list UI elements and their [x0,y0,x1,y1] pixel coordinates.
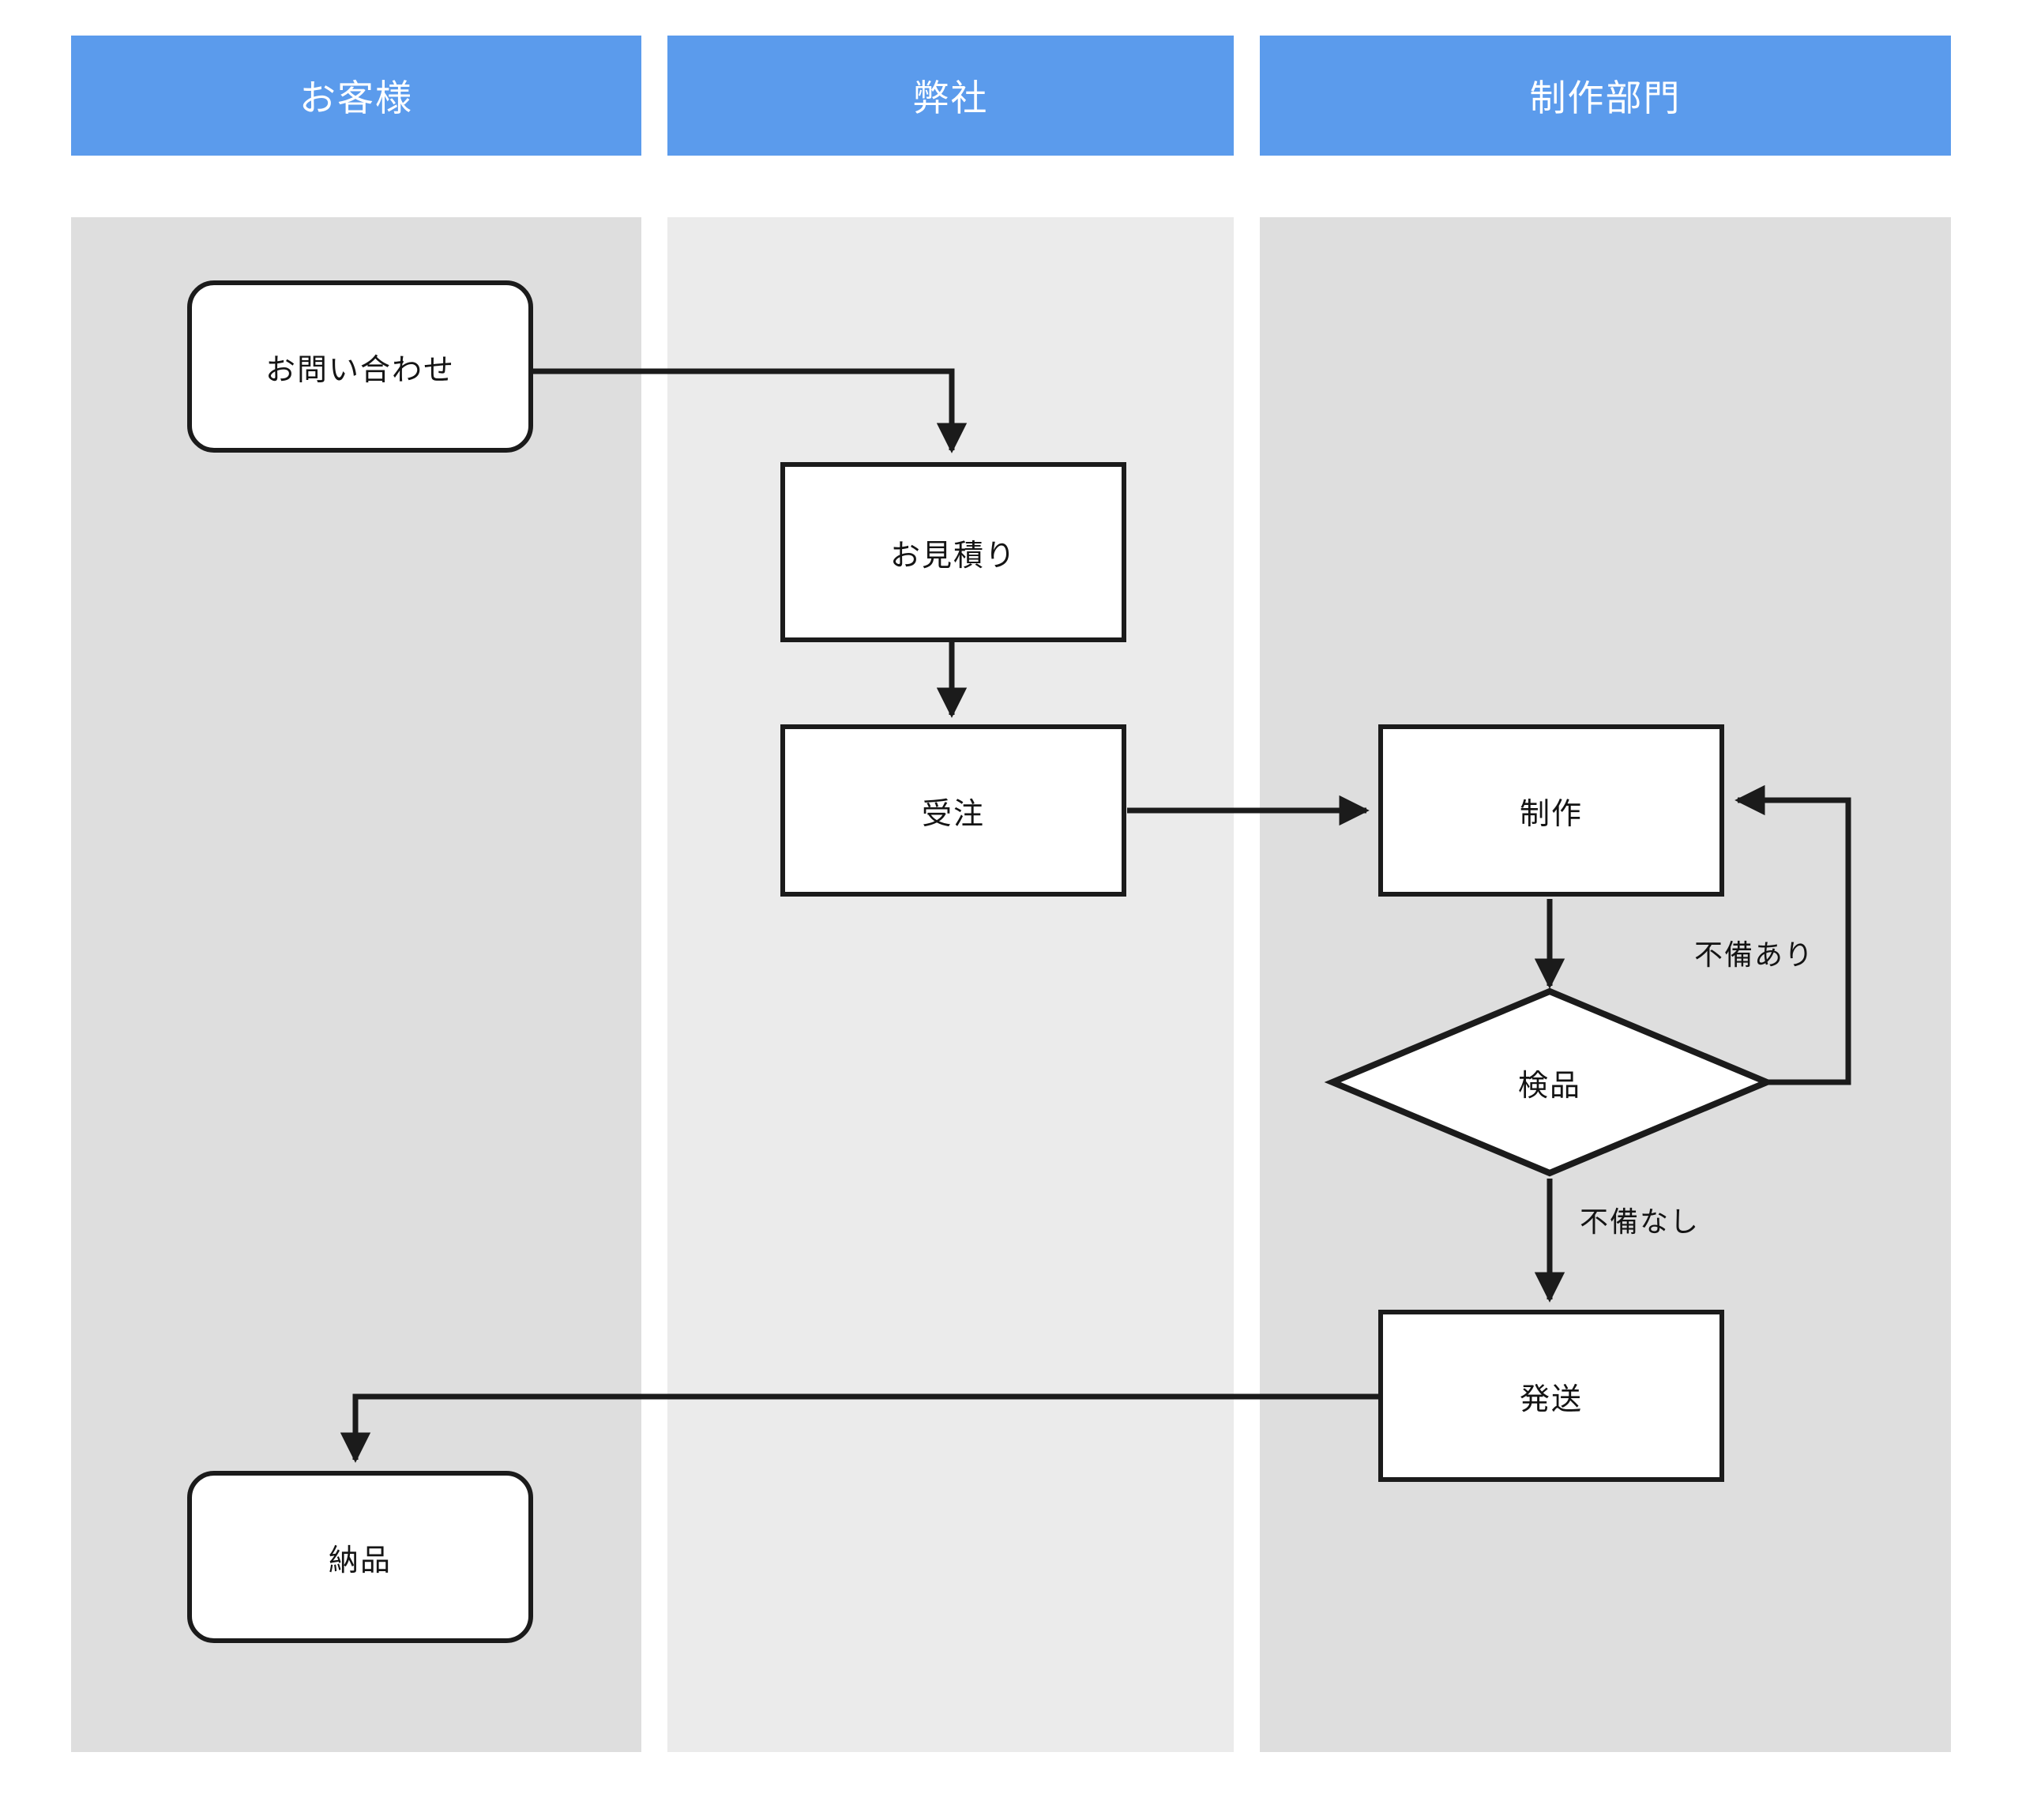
node-produce[interactable]: 制作 [1378,724,1724,897]
node-deliver[interactable]: 納品 [187,1471,533,1643]
lane-header-company-label: 弊社 [912,77,989,118]
node-order[interactable]: 受注 [780,724,1126,897]
edge-label-defect-no: 不備なし [1580,1205,1701,1238]
lane-body-production [1260,217,1951,1752]
lane-header-customer-label: お客様 [299,77,413,118]
lane-header-company[interactable]: 弊社 [667,36,1234,156]
node-order-label: 受注 [921,797,985,831]
lane-header-production[interactable]: 制作部門 [1260,36,1951,156]
node-inquiry[interactable]: お問い合わせ [187,280,533,453]
node-produce-label: 制作 [1519,797,1583,831]
lane-header-production-label: 制作部門 [1529,77,1682,118]
lane-body-company [667,217,1234,1752]
node-ship-label: 発送 [1519,1382,1583,1416]
node-quote[interactable]: お見積り [780,462,1126,642]
lane-header-customer[interactable]: お客様 [71,36,641,156]
diamond-shape [1324,987,1776,1177]
node-quote-label: お見積り [889,539,1017,573]
node-inquiry-label: お問い合わせ [265,353,455,387]
node-inspect[interactable]: 検品 [1324,987,1776,1177]
node-deliver-label: 納品 [328,1544,392,1577]
edge-label-defect-yes: 不備あり [1694,938,1815,971]
node-ship[interactable]: 発送 [1378,1310,1724,1482]
